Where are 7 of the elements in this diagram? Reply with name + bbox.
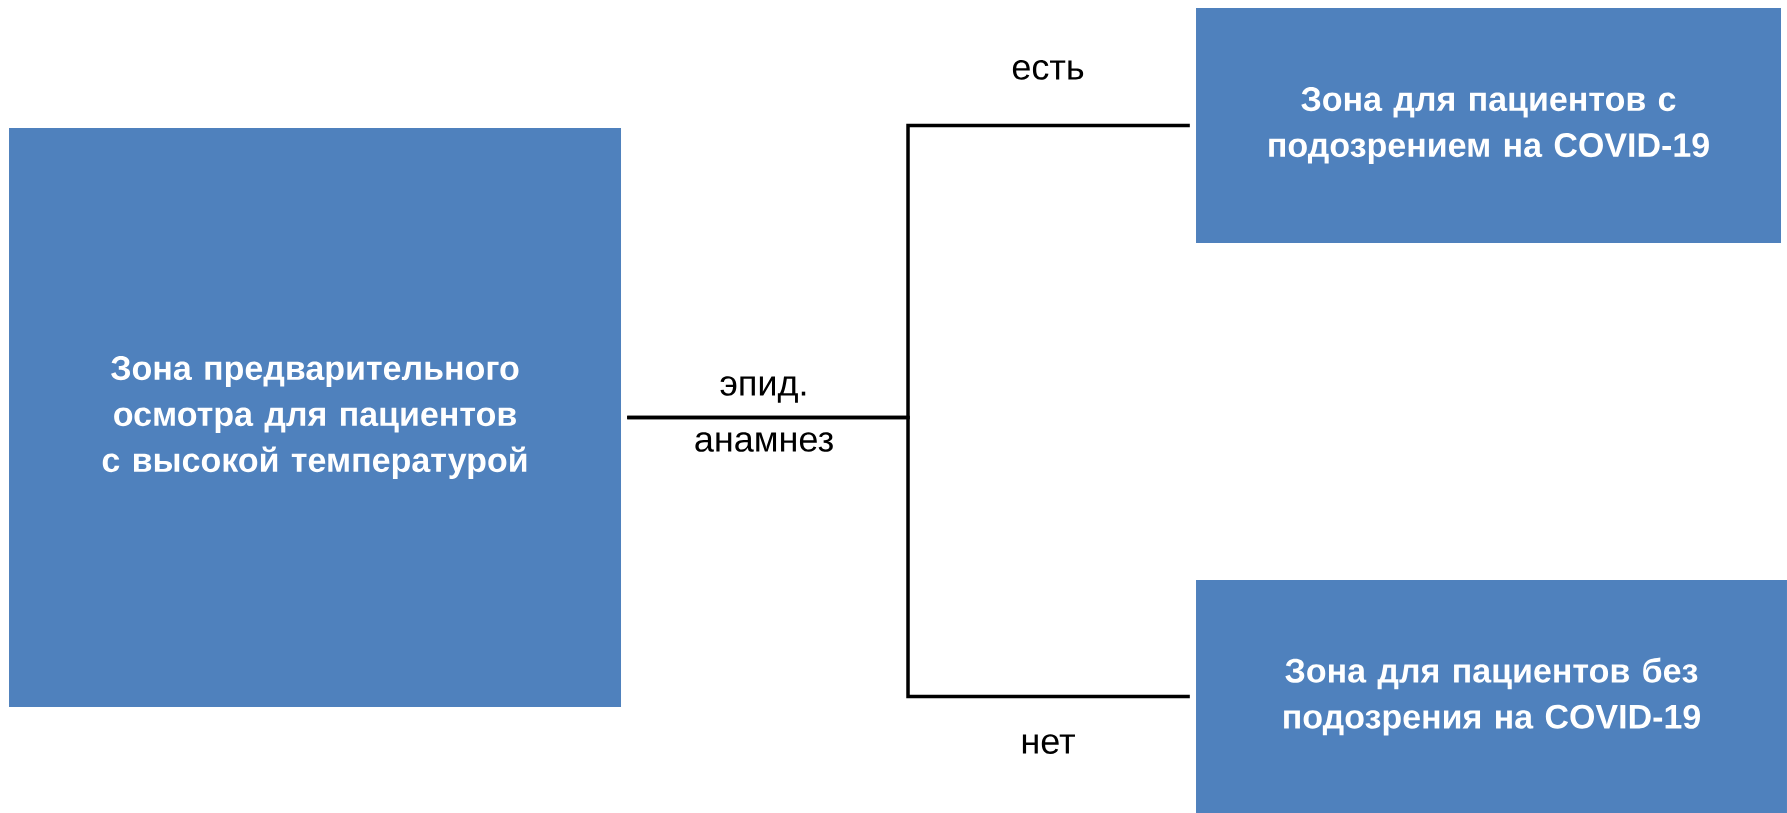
branch-line — [627, 415, 1190, 699]
zone-box: Зона предварительного осмотра для пациентов с высокой температурой — [9, 128, 621, 707]
edge-label: нет — [1022, 734, 1075, 754]
zone-box: Зона для пациентов с подозрением на COVID-19 — [1196, 8, 1781, 243]
edge-label: есть — [1012, 60, 1084, 80]
branch-label: эпид. анамнез — [695, 376, 833, 452]
zone-box: Зона для пациентов без подозрения на COVID-19 — [1196, 580, 1787, 813]
